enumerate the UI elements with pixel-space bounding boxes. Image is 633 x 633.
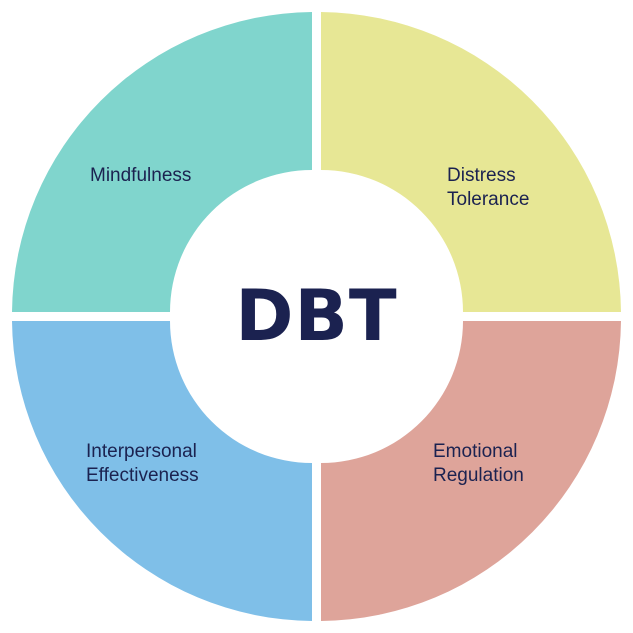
segment-emotional-regulation bbox=[321, 321, 621, 621]
label-mindfulness-line-1: Mindfulness bbox=[90, 165, 191, 186]
segment-distress-tolerance bbox=[321, 12, 621, 312]
label-interpersonal-effectiveness-line-1: Interpersonal bbox=[86, 441, 197, 462]
label-emotional-regulation: Emotional Regulation bbox=[433, 441, 524, 486]
label-distress-tolerance-line-1: Distress bbox=[447, 165, 516, 186]
segment-mindfulness bbox=[12, 12, 312, 312]
label-interpersonal-effectiveness: Interpersonal Effectiveness bbox=[86, 441, 202, 486]
label-distress-tolerance-line-2: Tolerance bbox=[447, 189, 529, 210]
label-mindfulness: Mindfulness bbox=[90, 165, 191, 186]
label-distress-tolerance: Distress Tolerance bbox=[447, 165, 529, 210]
label-emotional-regulation-line-2: Regulation bbox=[433, 465, 524, 486]
label-interpersonal-effectiveness-line-2: Effectiveness bbox=[86, 465, 199, 486]
center-circle bbox=[174, 174, 459, 459]
label-emotional-regulation-line-1: Emotional bbox=[433, 441, 518, 462]
segment-interpersonal-effectiveness bbox=[12, 321, 312, 621]
center-title: DBT bbox=[235, 275, 397, 357]
